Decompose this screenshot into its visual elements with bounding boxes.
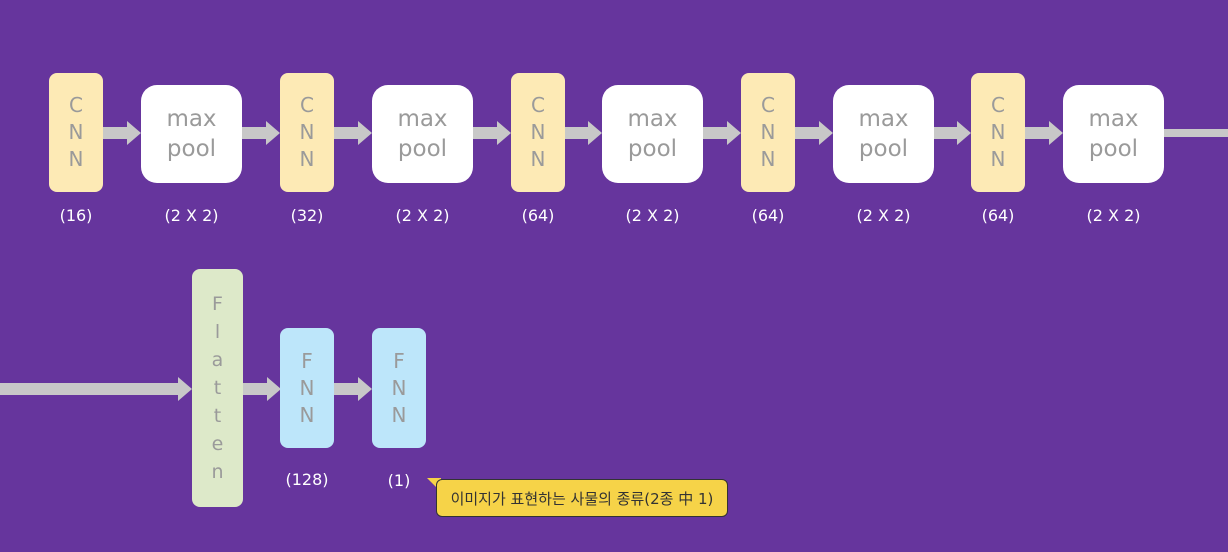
- maxpool-layer: max pool: [602, 85, 703, 183]
- letter: N: [299, 375, 315, 400]
- arrow: [0, 377, 192, 401]
- letter: C: [991, 93, 1005, 117]
- maxpool-layer: max pool: [141, 85, 242, 183]
- letter: a: [211, 349, 224, 371]
- maxpool-layer: max pool: [1063, 85, 1164, 183]
- layer-label: (128): [285, 470, 329, 489]
- text-line: pool: [397, 136, 448, 162]
- text-line: max: [1088, 106, 1139, 132]
- arrow: [243, 377, 281, 401]
- letter: N: [760, 147, 776, 171]
- maxpool-layer: max pool: [833, 85, 934, 183]
- text-line: pool: [858, 136, 909, 162]
- fnn-layer: F N N: [372, 328, 426, 448]
- fnn-layer: F N N: [280, 328, 334, 448]
- letter: F: [301, 348, 313, 373]
- layer-label: (64): [521, 206, 555, 225]
- arrow: [565, 121, 602, 145]
- letter: N: [990, 147, 1006, 171]
- flatten-layer: F l a t t e n: [192, 269, 243, 507]
- layer-label: (2 X 2): [395, 206, 450, 225]
- letter: N: [391, 375, 407, 400]
- letter: C: [761, 93, 775, 117]
- letter: t: [213, 405, 222, 427]
- letter: t: [213, 377, 222, 399]
- letter: N: [299, 402, 315, 427]
- letter: C: [531, 93, 545, 117]
- layer-label: (2 X 2): [164, 206, 219, 225]
- maxpool-layer: max pool: [372, 85, 473, 183]
- letter: C: [300, 93, 314, 117]
- letter: N: [68, 147, 84, 171]
- letter: e: [211, 433, 224, 455]
- letter: N: [530, 120, 546, 144]
- letter: N: [760, 120, 776, 144]
- layer-label: (32): [290, 206, 324, 225]
- layer-label: (2 X 2): [1086, 206, 1141, 225]
- text-line: max: [858, 106, 909, 132]
- arrow: [242, 121, 280, 145]
- letter: N: [530, 147, 546, 171]
- callout-text: 이미지가 표현하는 사물의 종류(2종 中 1): [450, 489, 714, 508]
- arrow: [334, 377, 372, 401]
- text-line: pool: [627, 136, 678, 162]
- layer-label: (64): [751, 206, 785, 225]
- letter: N: [299, 147, 315, 171]
- letter: F: [393, 348, 405, 373]
- text-line: pool: [1088, 136, 1139, 162]
- letter: F: [212, 293, 223, 315]
- layer-label: (1): [387, 471, 411, 490]
- arrow: [703, 121, 741, 145]
- layer-label: (16): [59, 206, 93, 225]
- text-line: max: [397, 106, 448, 132]
- arrow: [1025, 121, 1063, 145]
- text-line: pool: [166, 136, 217, 162]
- letter: N: [299, 120, 315, 144]
- arrow: [473, 121, 511, 145]
- arrow: [795, 121, 833, 145]
- letter: C: [69, 93, 83, 117]
- connector-line: [1164, 129, 1228, 137]
- layer-label: (2 X 2): [856, 206, 911, 225]
- letter: N: [391, 402, 407, 427]
- letter: N: [68, 120, 84, 144]
- text-line: max: [166, 106, 217, 132]
- output-callout: 이미지가 표현하는 사물의 종류(2종 中 1): [436, 479, 728, 517]
- arrow: [103, 121, 141, 145]
- arrow: [934, 121, 971, 145]
- letter: n: [211, 461, 224, 483]
- arrow: [334, 121, 372, 145]
- layer-label: (2 X 2): [625, 206, 680, 225]
- letter: l: [214, 321, 221, 343]
- letter: N: [990, 120, 1006, 144]
- text-line: max: [627, 106, 678, 132]
- layer-label: (64): [981, 206, 1015, 225]
